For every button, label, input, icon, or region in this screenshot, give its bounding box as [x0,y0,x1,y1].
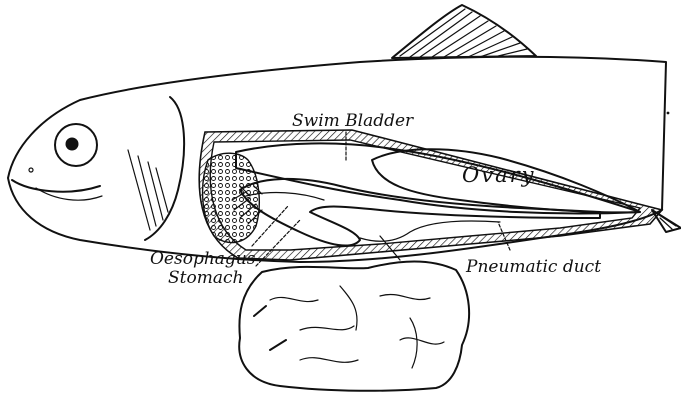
oesophagus-label: Oesophagus [150,249,256,269]
stomach-label: Stomach [168,268,243,288]
swim-bladder-label: Swim Bladder [292,111,414,131]
dorsal-fin [392,5,536,58]
rock [239,262,469,391]
body-dot [667,112,670,115]
pneumatic-duct-label: Pneumatic duct [465,257,601,277]
pyloric-mass [203,153,260,242]
mouth [12,168,102,200]
gill-cover [128,97,184,240]
eye [55,124,97,166]
ovary-label: Ovary [462,163,536,187]
